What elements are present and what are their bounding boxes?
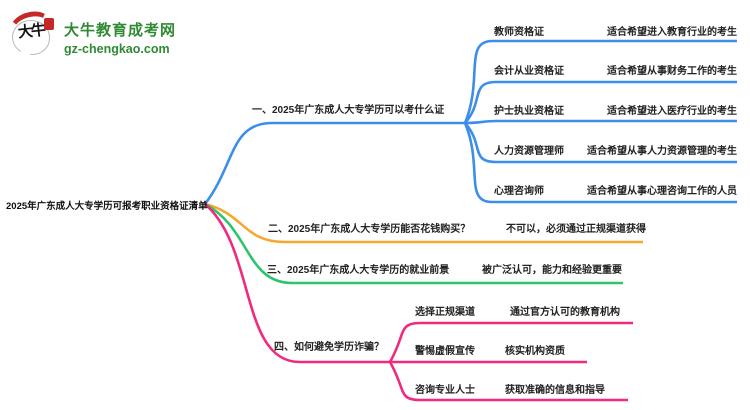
branch3-label: 三、2025年广东成人大专学历的就业前景 (267, 265, 450, 276)
branch2-line (204, 202, 643, 244)
cert3-title: 护士执业资格证 (494, 106, 564, 117)
root-node: 2025年广东成人大专学历可报考职业资格证清单 (6, 201, 208, 212)
site-name: 大牛教育成考网 (64, 22, 177, 39)
cert1-title: 教师资格证 (494, 27, 544, 38)
speech-bubble-icon: 大牛 (12, 20, 50, 55)
cert4-title: 人力资源管理师 (494, 146, 564, 157)
branch4-child1-line (388, 321, 633, 363)
branch1-child1-line (463, 39, 737, 124)
branch1-child5-line (463, 122, 737, 204)
logo-seal-icon (44, 18, 54, 30)
branch4-child3-line (388, 361, 628, 402)
branch3-line (204, 202, 623, 285)
branch4-label: 四、如何避免学历诈骗？ (274, 342, 384, 353)
tip3-desc: 获取准确的信息和指导 (505, 385, 605, 396)
cert5-desc: 适合希望从事心理咨询工作的人员 (587, 186, 737, 197)
branch4-line (204, 203, 390, 364)
cert2-title: 会计从业资格证 (494, 66, 564, 77)
branch1-child3-line (464, 119, 737, 125)
logo-bubble-icon: 大牛 (7, 7, 56, 60)
tip3-title: 咨询专业人士 (415, 385, 475, 396)
cert1-desc: 适合希望进入教育行业的考生 (607, 27, 737, 38)
branch1-label: 一、2025年广东成人大专学历可以考什么证 (252, 105, 445, 116)
logo-text-block: 大牛教育成考网 gz-chengkao.com (64, 12, 176, 56)
cert2-desc: 适合希望从事财务工作的考生 (607, 66, 737, 77)
tip2-desc: 核实机构资质 (505, 346, 565, 357)
branch1-child4-line (464, 122, 737, 164)
branch2-label: 二、2025年广东成人大专学历能否花钱购买？ (268, 224, 471, 235)
site-url: gz-chengkao.com (64, 42, 170, 56)
site-logo[interactable]: 大牛 大牛教育成考网 gz-chengkao.com (7, 7, 176, 60)
branch2-answer: 不可以，必须通过正规渠道获得 (506, 224, 646, 235)
cert4-desc: 适合希望从事人力资源管理的考生 (587, 146, 737, 157)
branch1-child2-line (464, 80, 737, 124)
tip2-title: 警惕虚假宣传 (415, 346, 475, 357)
branch3-answer: 被广泛认可，能力和经验更重要 (482, 265, 622, 276)
branch1-line (203, 121, 465, 205)
tip1-title: 选择正规渠道 (415, 307, 475, 318)
cert5-title: 心理咨询师 (494, 186, 544, 197)
cert3-desc: 适合希望进入医疗行业的考生 (607, 106, 737, 117)
tip1-desc: 通过官方认可的教育机构 (510, 307, 620, 318)
